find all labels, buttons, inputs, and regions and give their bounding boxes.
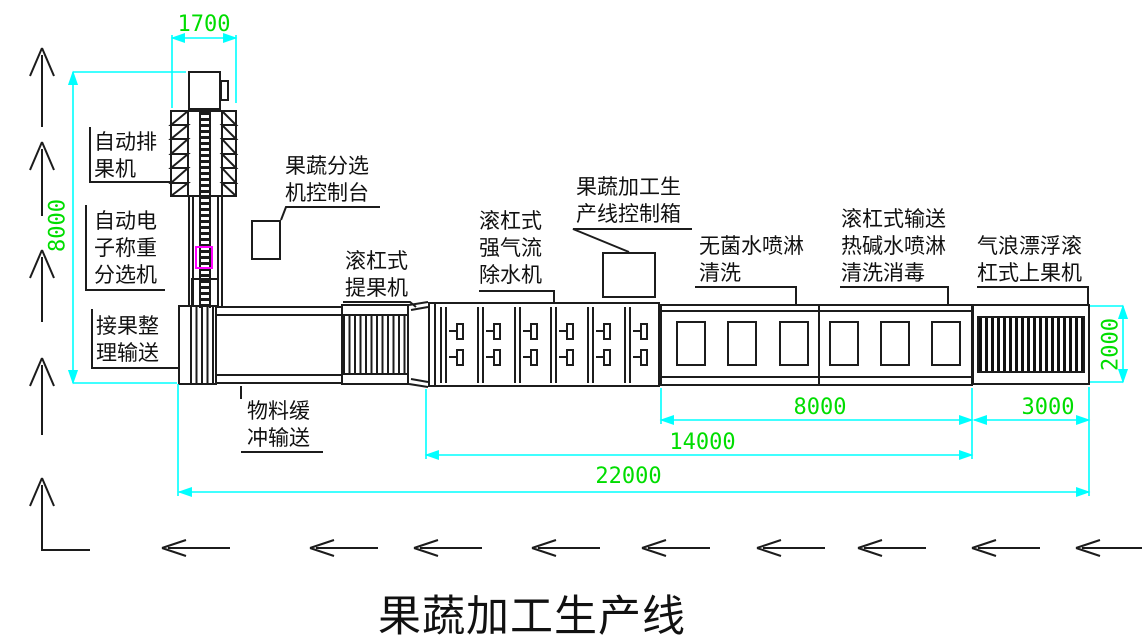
- label-auto-weigher: 自动电 子称重 分选机: [94, 209, 157, 287]
- tower-column-right-inner: [217, 196, 219, 306]
- dim-text-14000: 14000: [669, 430, 736, 455]
- wash-window: [931, 321, 961, 366]
- dim-text-3000-bottom: 3000: [1021, 395, 1075, 420]
- line-control-box: [602, 252, 656, 298]
- flow-up-arrows: [29, 47, 90, 551]
- washing-section: [660, 304, 973, 386]
- buffer-inner-bottom: [217, 374, 341, 376]
- label-buffer: 物料缓 冲输送: [247, 399, 310, 450]
- label-air-loader: 气浪漂浮滚 杠式上果机: [977, 234, 1082, 285]
- washing-inner-bottom: [662, 376, 971, 378]
- label-lifter: 滚杠式 提果机: [345, 249, 408, 300]
- dim-text-1700: 1700: [177, 12, 231, 37]
- leader-line-control: [572, 228, 692, 253]
- weigh-cell-highlight: [195, 246, 213, 269]
- leader-sorter-console: [280, 206, 380, 221]
- tower-base-box: [191, 278, 219, 307]
- tower-column-right: [221, 196, 223, 306]
- flow-left-arrows: [161, 539, 1142, 557]
- tower-side-tab: [220, 80, 229, 101]
- label-alkali-wash: 滚杠式输送 热碱水喷淋 清洗消毒: [841, 207, 946, 285]
- washing-inner-top: [662, 310, 971, 312]
- loader-rollers: [977, 316, 1085, 373]
- dewater-section: [428, 302, 660, 387]
- label-receiver: 接果整 理输送: [96, 314, 159, 365]
- drawing-title: 果蔬加工生产线: [378, 594, 686, 640]
- leader-air-loader: [977, 286, 1089, 305]
- tower-top-cap: [188, 71, 221, 110]
- dim-text-22000: 22000: [595, 464, 662, 489]
- dim-text-2000-right: 2000: [1098, 318, 1124, 371]
- up-arrow-icon: [29, 357, 55, 435]
- washing-divider: [818, 306, 820, 384]
- up-arrow-corner-icon: [29, 477, 90, 551]
- transition-wedge: [408, 301, 429, 388]
- up-arrow-icon: [29, 47, 55, 127]
- wash-window: [779, 321, 809, 366]
- label-sorter-console: 果蔬分选 机控制台: [285, 154, 369, 205]
- sorter-console-box: [251, 220, 281, 260]
- lifter-rollers: [343, 314, 407, 375]
- wash-window: [880, 321, 910, 366]
- tower-column-left: [188, 196, 190, 306]
- label-dewater: 滚杠式 强气流 除水机: [479, 209, 542, 287]
- dim-text-8000-bottom: 8000: [793, 395, 847, 420]
- elevator-chain: [199, 112, 211, 308]
- tower-column-left-inner: [192, 196, 194, 306]
- receiver-stripes: [190, 307, 215, 383]
- label-auto-arranger: 自动排 果机: [94, 130, 157, 181]
- dim-text-8000-left: 8000: [45, 199, 71, 252]
- wash-window: [727, 321, 757, 366]
- buffer-section: [215, 306, 343, 384]
- dewater-left-wall: [434, 304, 436, 385]
- wash-window: [676, 321, 706, 366]
- wash-window: [829, 321, 859, 366]
- label-sterile-wash: 无菌水喷淋 清洗: [699, 234, 804, 285]
- buffer-inner-top: [217, 314, 341, 316]
- label-line-control: 果蔬加工生 产线控制箱: [576, 175, 681, 226]
